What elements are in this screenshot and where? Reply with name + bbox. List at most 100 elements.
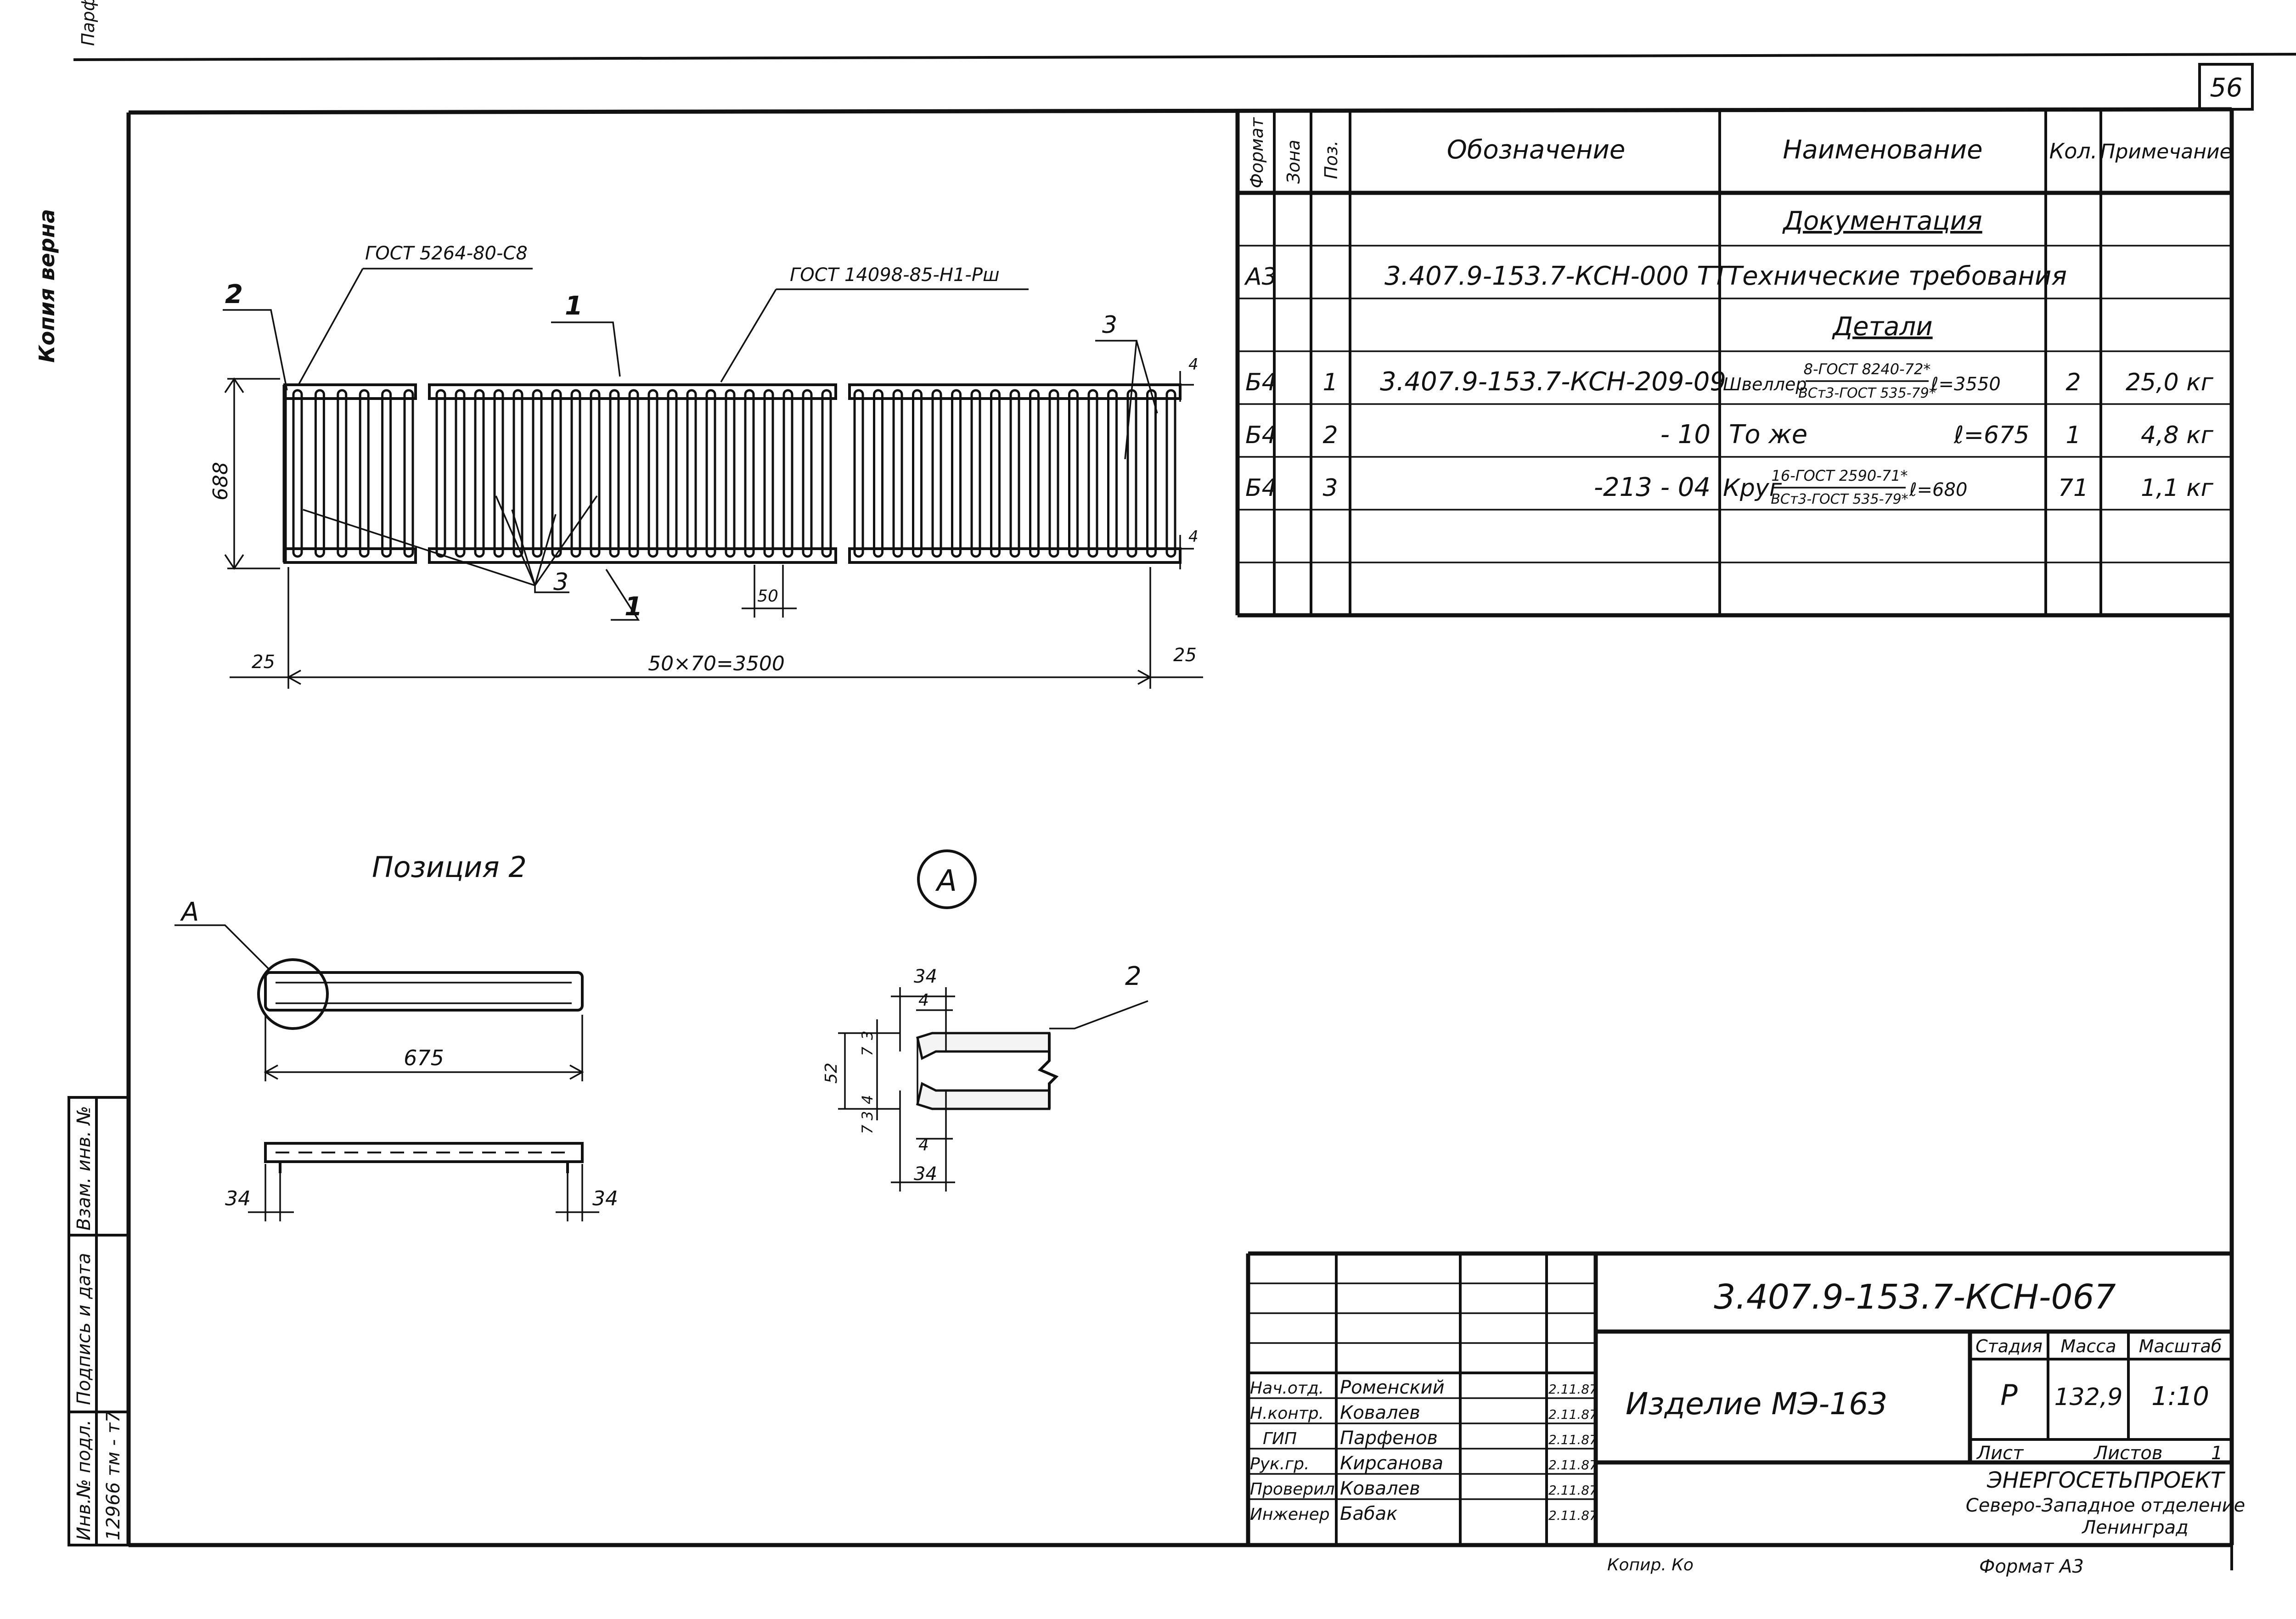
staff-date: 2.11.87 bbox=[1548, 1407, 1598, 1422]
title-product-name: Изделие МЭ-163 bbox=[1626, 1386, 1887, 1422]
detail-a-dim-4-bottom: 4 bbox=[918, 1136, 929, 1154]
mesh-bar bbox=[873, 389, 884, 558]
staff-date: 2.11.87 bbox=[1548, 1382, 1598, 1397]
plan-view bbox=[223, 268, 1203, 689]
title-doc-code: 3.407.9-153.7-КСН-067 bbox=[1714, 1277, 2116, 1317]
mesh-bar bbox=[1009, 389, 1020, 558]
row2-frac-bottom: ВСт3-ГОСТ 535-79* bbox=[1798, 385, 1936, 401]
col-header-format: Формат bbox=[1247, 117, 1267, 188]
row3-code: - 10 bbox=[1660, 420, 1711, 450]
row2-code: 3.407.9-153.7-КСН-209-09 bbox=[1380, 367, 1726, 397]
plan-overall-dim: 50×70=3500 bbox=[648, 652, 785, 675]
mesh-bar bbox=[1146, 389, 1157, 558]
mesh-bar bbox=[435, 389, 446, 558]
mesh-bar bbox=[1107, 389, 1118, 558]
plan-end-dim-right: 25 bbox=[1173, 645, 1197, 666]
mesh-bar bbox=[493, 389, 504, 558]
staff-name: Ковалев bbox=[1340, 1402, 1420, 1423]
mesh-middle-panel bbox=[428, 383, 837, 564]
row3-name: То же bbox=[1729, 420, 1807, 450]
title-sheets-count: 1 bbox=[2211, 1443, 2223, 1464]
mesh-bar bbox=[474, 389, 485, 558]
mesh-bar bbox=[763, 389, 774, 558]
footer-copy: Копир. Ко bbox=[1607, 1556, 1694, 1574]
detail-a-dim-34-bottom: 34 bbox=[914, 1164, 937, 1185]
mesh-bar bbox=[782, 389, 793, 558]
row2-format: Б4 bbox=[1245, 369, 1277, 396]
mesh-bar bbox=[686, 389, 697, 558]
plan-end-dim-left: 25 bbox=[252, 652, 275, 673]
mesh-bar bbox=[337, 389, 348, 558]
mesh-bar bbox=[551, 389, 562, 558]
title-department: Северо-Западное отделение bbox=[1966, 1495, 2245, 1516]
title-label-sheets: Листов bbox=[2093, 1443, 2162, 1464]
row2-note: 25,0 кг bbox=[2126, 369, 2214, 396]
col-header-name: Наименование bbox=[1783, 135, 1982, 165]
row2-length: ℓ=3550 bbox=[1930, 374, 2001, 395]
detail-a-dim-4-mid: 4 bbox=[859, 1095, 876, 1104]
detail-a-dim-52: 52 bbox=[822, 1062, 841, 1084]
plan-gost-weld: ГОСТ 5264-80-С8 bbox=[365, 243, 528, 264]
row1-format: А3 bbox=[1244, 263, 1277, 291]
detail-a-dim-4-top: 4 bbox=[918, 991, 929, 1010]
position2-detail-mark: А bbox=[180, 897, 199, 927]
title-city: Ленинград bbox=[2081, 1517, 2189, 1538]
mesh-bar bbox=[512, 389, 523, 558]
mesh-bar bbox=[912, 389, 923, 558]
mesh-bar bbox=[970, 389, 981, 558]
staff-role: Инженер bbox=[1250, 1505, 1330, 1524]
row3-format: Б4 bbox=[1245, 422, 1277, 449]
mesh-bar bbox=[951, 389, 962, 558]
callout-pos1-bottom: 1 bbox=[625, 592, 642, 622]
mesh-right-panel bbox=[848, 383, 1182, 564]
margin-inv-value: 12966 тм - т7 bbox=[103, 1411, 124, 1540]
staff-name: Ковалев bbox=[1340, 1478, 1420, 1499]
mesh-bar bbox=[821, 389, 832, 558]
mesh-bar bbox=[931, 389, 942, 558]
mesh-bar bbox=[892, 389, 903, 558]
mesh-bar bbox=[570, 389, 581, 558]
col-header-code: Обозначение bbox=[1447, 135, 1626, 165]
mesh-bar bbox=[590, 389, 601, 558]
title-label-mass: Масса bbox=[2060, 1336, 2116, 1356]
mesh-bar bbox=[744, 389, 755, 558]
row4-pos: 3 bbox=[1322, 474, 1338, 502]
staff-name: Парфенов bbox=[1340, 1428, 1438, 1449]
position2-views bbox=[174, 924, 599, 1221]
top-margin-note: Парфе bbox=[78, 0, 98, 46]
mesh-bars bbox=[292, 389, 1176, 558]
section-details: Детали bbox=[1831, 312, 1932, 342]
staff-role: Нач.отд. bbox=[1250, 1379, 1324, 1398]
mesh-bar bbox=[1068, 389, 1079, 558]
staff-role: Н.контр. bbox=[1250, 1404, 1324, 1423]
margin-podpis-data: Подпись и дата bbox=[73, 1253, 95, 1405]
position2-title: Позиция 2 bbox=[372, 850, 527, 884]
title-label-sheet: Лист bbox=[1976, 1443, 2024, 1464]
detail-a-drawing bbox=[838, 987, 1148, 1192]
row2-name: Швеллер bbox=[1723, 374, 1807, 394]
mesh-bar bbox=[647, 389, 658, 558]
row4-qty: 71 bbox=[2058, 474, 2088, 502]
detail-a-mark: А bbox=[935, 864, 957, 898]
col-header-qty: Кол. bbox=[2049, 139, 2098, 163]
staff-name: Бабак bbox=[1340, 1503, 1397, 1524]
position2-end-dim-right: 34 bbox=[592, 1187, 618, 1210]
mesh-bar bbox=[802, 389, 813, 558]
detail-a-dim-3: 3 bbox=[859, 1031, 876, 1040]
plan-height-dim: 688 bbox=[209, 462, 232, 500]
mesh-bar bbox=[1165, 389, 1176, 558]
position2-length-dim: 675 bbox=[404, 1046, 444, 1070]
mesh-bar bbox=[609, 389, 620, 558]
row4-name: Круг bbox=[1723, 474, 1782, 502]
title-mass-value: 132,9 bbox=[2054, 1383, 2123, 1411]
row3-note: 4,8 кг bbox=[2141, 422, 2214, 449]
title-stage-value: Р bbox=[2000, 1378, 2018, 1412]
row3-qty: 1 bbox=[2065, 422, 2081, 449]
mesh-bar bbox=[455, 389, 466, 558]
mesh-bar bbox=[725, 389, 736, 558]
detail-a-dim-7: 7 bbox=[859, 1046, 876, 1056]
mesh-bar bbox=[1029, 389, 1040, 558]
spec-table-grid bbox=[1235, 109, 2232, 618]
title-scale-value: 1:10 bbox=[2151, 1382, 2209, 1411]
